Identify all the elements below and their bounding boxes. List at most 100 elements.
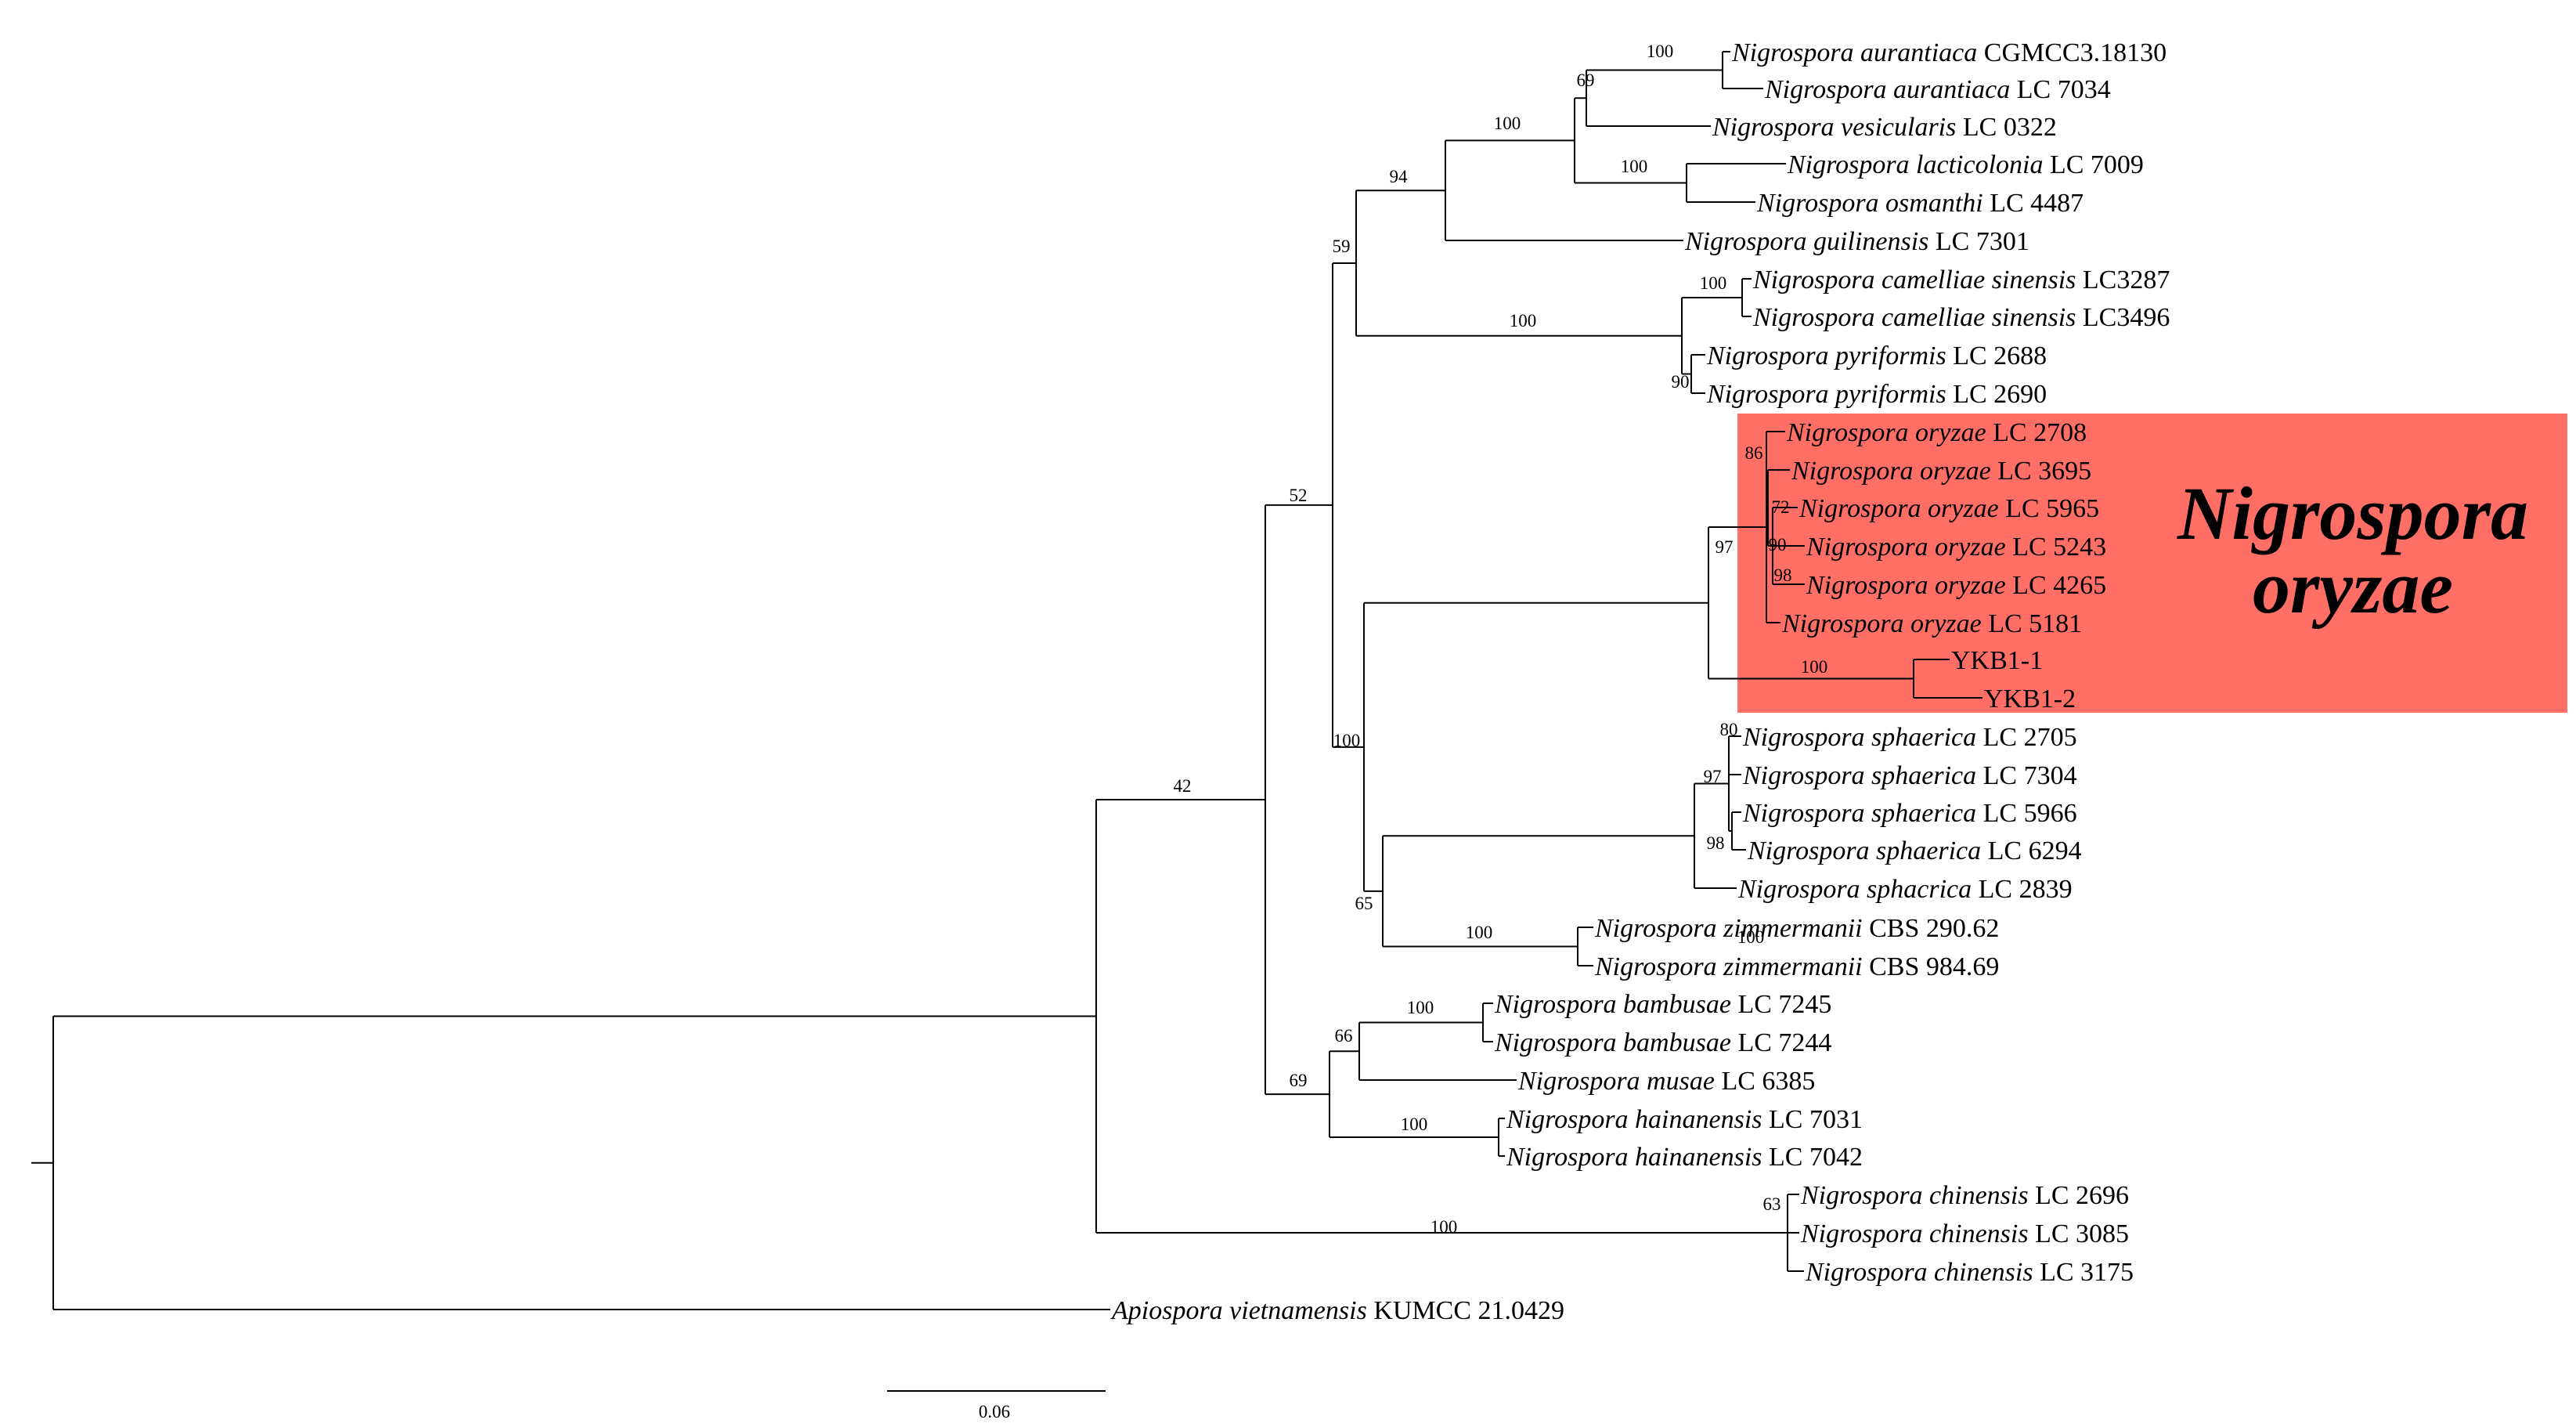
taxon-label: Nigrospora pyriformis LC 2690 xyxy=(1706,380,2047,409)
support-value: 94 xyxy=(1390,167,1409,186)
taxon-strain: LC 7031 xyxy=(1762,1105,1863,1134)
taxon-genus: Nigrospora zimmermanii xyxy=(1594,952,1863,981)
taxon-label: Nigrospora hainanensis LC 7042 xyxy=(1506,1143,1863,1172)
taxon-genus: Nigrospora musae xyxy=(1517,1067,1715,1096)
taxon-genus: Nigrospora osmanthi xyxy=(1756,189,1983,218)
taxon-strain: CBS 290.62 xyxy=(1863,914,2000,943)
taxon-label: Nigrospora sphaerica LC 2705 xyxy=(1742,723,2077,752)
support-value: 59 xyxy=(1333,237,1351,256)
taxon-genus: Nigrospora sphacrica xyxy=(1737,875,1972,904)
taxon-genus: Nigrospora vesicularis xyxy=(1712,113,1956,142)
taxon-genus: Nigrospora zimmermanii xyxy=(1594,914,1863,943)
taxon-label: Nigrospora oryzae LC 5243 xyxy=(1806,533,2106,562)
taxon-label: Nigrospora pyriformis LC 2688 xyxy=(1706,341,2047,370)
support-value: 80 xyxy=(1720,720,1738,739)
support-value: 100 xyxy=(1647,42,1674,61)
taxon-strain: LC 7304 xyxy=(1976,761,2076,790)
taxon-label: Nigrospora bambusae LC 7245 xyxy=(1494,990,1831,1019)
support-value: 100 xyxy=(1801,657,1828,677)
taxon-strain: YKB1-1 xyxy=(1951,646,2043,675)
taxon-label: Nigrospora aurantiaca CGMCC3.18130 xyxy=(1731,38,2167,67)
taxon-strain: LC 7034 xyxy=(2010,75,2110,104)
taxon-genus: Nigrospora chinensis xyxy=(1800,1181,2029,1210)
support-value: 100 xyxy=(1510,311,1537,331)
support-value: 90 xyxy=(1672,372,1690,392)
support-value: 100 xyxy=(1700,273,1727,293)
taxon-genus: Nigrospora sphaerica xyxy=(1742,799,1976,828)
taxon-strain: LC 2690 xyxy=(1946,380,2047,409)
support-value: 100 xyxy=(1621,157,1648,176)
taxon-label: Nigrospora guilinensis LC 7301 xyxy=(1684,227,2029,256)
taxon-label: Nigrospora sphaerica LC 6294 xyxy=(1747,836,2082,865)
taxon-label: Nigrospora oryzae LC 5965 xyxy=(1799,494,2099,523)
taxon-label: Nigrospora aurantiaca LC 7034 xyxy=(1764,75,2111,104)
support-value: 72 xyxy=(1772,497,1790,517)
taxon-label: Nigrospora musae LC 6385 xyxy=(1517,1067,1815,1096)
taxon-label: Nigrospora chinensis LC 2696 xyxy=(1800,1181,2129,1210)
taxon-strain: LC 7042 xyxy=(1762,1143,1863,1172)
taxon-strain: LC 2688 xyxy=(1946,341,2047,370)
taxon-genus: Nigrospora lacticolonia xyxy=(1787,150,2043,179)
support-value: 63 xyxy=(1763,1194,1781,1214)
taxon-genus: Nigrospora guilinensis xyxy=(1684,227,1928,256)
taxon-strain: LC 3085 xyxy=(2029,1219,2129,1248)
taxon-strain: LC 0322 xyxy=(1956,113,2056,142)
taxon-genus: Nigrospora oryzae xyxy=(1781,609,1982,638)
taxon-genus: Nigrospora aurantiaca xyxy=(1764,75,2010,104)
taxon-strain: LC 6294 xyxy=(1981,836,2081,865)
highlight-label-genus: Nigrospora xyxy=(2177,471,2528,555)
taxon-strain: LC 5965 xyxy=(1999,494,2099,523)
support-value: 65 xyxy=(1355,894,1373,913)
taxon-label: Nigrospora oryzae LC 2708 xyxy=(1786,418,2087,447)
taxon-strain: LC3496 xyxy=(2076,303,2170,332)
taxon-strain: LC 5181 xyxy=(1982,609,2082,638)
taxon-strain: LC 6385 xyxy=(1715,1067,1815,1096)
taxon-label: Nigrospora oryzae LC 5181 xyxy=(1781,609,2082,638)
taxon-label: Nigrospora vesicularis LC 0322 xyxy=(1712,113,2057,142)
taxon-strain: LC3287 xyxy=(2076,266,2170,294)
taxon-strain: CGMCC3.18130 xyxy=(1977,38,2167,67)
taxon-strain: LC 3175 xyxy=(2033,1258,2134,1287)
taxon-strain: LC 2696 xyxy=(2029,1181,2129,1210)
taxon-genus: Nigrospora oryzae xyxy=(1786,418,1986,447)
taxon-strain: LC 4265 xyxy=(2006,571,2106,600)
taxon-genus: Nigrospora camelliae sinensis xyxy=(1752,266,2076,294)
taxon-genus: Nigrospora chinensis xyxy=(1805,1258,2033,1287)
support-value: 86 xyxy=(1745,443,1763,463)
taxon-strain: LC 2705 xyxy=(1976,723,2076,752)
taxon-genus: Nigrospora oryzae xyxy=(1791,457,1991,486)
support-value: 100 xyxy=(1494,114,1521,133)
support-value: 100 xyxy=(1431,1217,1458,1237)
support-value: 100 xyxy=(1407,998,1434,1017)
support-value: 100 xyxy=(1737,927,1765,947)
taxon-genus: Nigrospora oryzae xyxy=(1806,571,2006,600)
taxon-genus: Apiospora vietnamensis xyxy=(1110,1296,1367,1325)
taxon-label: Nigrospora chinensis LC 3085 xyxy=(1800,1219,2129,1248)
taxon-label: Nigrospora camelliae sinensis LC3496 xyxy=(1752,303,2170,332)
taxon-genus: Nigrospora bambusae xyxy=(1494,1028,1731,1057)
support-value: 98 xyxy=(1707,833,1725,853)
taxon-strain: LC 7244 xyxy=(1731,1028,1831,1057)
taxon-label: Nigrospora zimmermanii CBS 290.62 xyxy=(1594,914,1999,943)
taxon-strain: LC 3695 xyxy=(1991,457,2091,486)
taxon-genus: Nigrospora sphaerica xyxy=(1742,723,1976,752)
scale-bar-label: 0.06 xyxy=(979,1402,1010,1422)
support-value: 42 xyxy=(1174,776,1192,796)
taxon-label: Nigrospora sphaerica LC 5966 xyxy=(1742,799,2077,828)
taxon-strain: CBS 984.69 xyxy=(1863,952,2000,981)
taxon-label: Nigrospora sphaerica LC 7304 xyxy=(1742,761,2077,790)
taxon-genus: Nigrospora oryzae xyxy=(1799,494,1999,523)
taxon-label: Nigrospora hainanensis LC 7031 xyxy=(1506,1105,1863,1134)
taxon-label: Apiospora vietnamensis KUMCC 21.0429 xyxy=(1110,1296,1564,1325)
taxon-label: YKB1-2 xyxy=(1984,685,2076,714)
highlight-label-species: oryzae xyxy=(2253,545,2453,629)
taxon-label: Nigrospora sphacrica LC 2839 xyxy=(1737,875,2073,904)
taxon-genus: Nigrospora hainanensis xyxy=(1506,1105,1762,1134)
support-value: 90 xyxy=(1769,535,1787,555)
taxon-label: Nigrospora oryzae LC 3695 xyxy=(1791,457,2091,486)
support-value: 66 xyxy=(1335,1026,1353,1046)
taxon-genus: Nigrospora hainanensis xyxy=(1506,1143,1762,1172)
taxon-genus: Nigrospora pyriformis xyxy=(1706,341,1946,370)
support-value: 69 xyxy=(1290,1071,1308,1090)
support-value: 100 xyxy=(1466,923,1493,942)
